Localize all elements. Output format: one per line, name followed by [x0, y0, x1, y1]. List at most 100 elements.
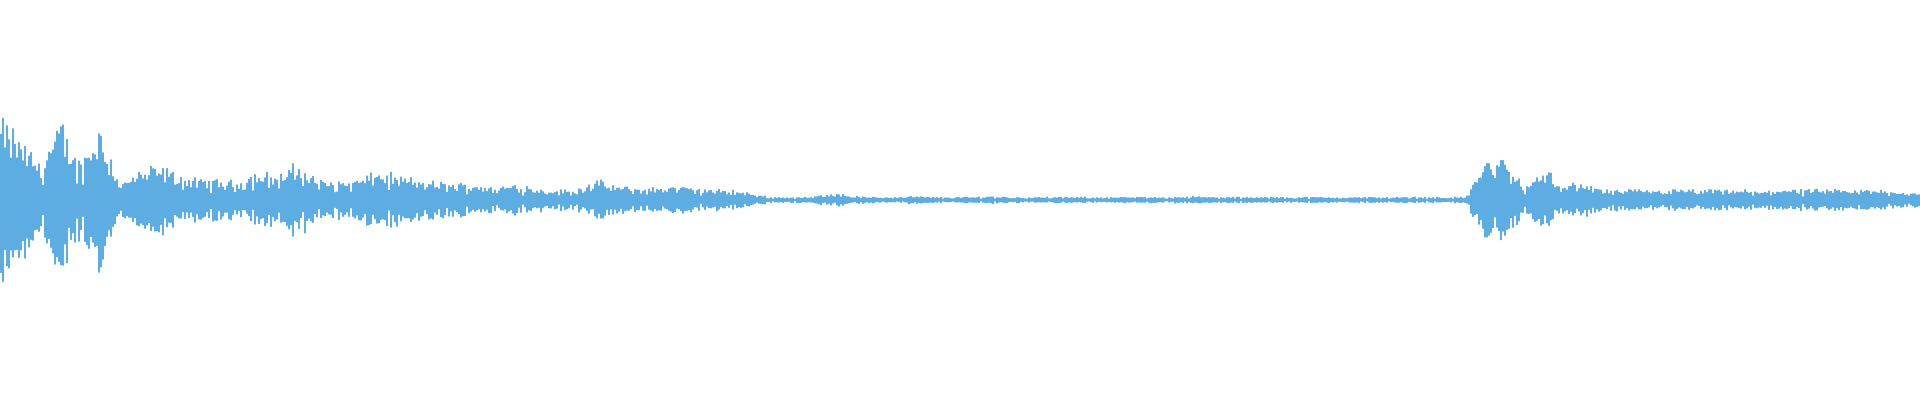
waveform-bar	[1894, 193, 1896, 206]
waveform-bar	[1804, 190, 1806, 208]
waveform-bar	[478, 189, 480, 210]
waveform-bar	[244, 189, 246, 211]
waveform-bar	[1566, 189, 1568, 211]
waveform-bar	[1094, 198, 1096, 202]
waveform-bar	[78, 160, 80, 242]
waveform-bar	[782, 197, 784, 203]
waveform-bar	[648, 188, 650, 210]
waveform-bar	[1302, 197, 1304, 203]
waveform-bar	[364, 183, 366, 215]
waveform-bar	[1486, 163, 1488, 238]
waveform-bar	[748, 193, 750, 207]
waveform-bar	[750, 195, 752, 205]
waveform-bar	[1212, 197, 1214, 203]
waveform-bar	[1910, 193, 1912, 206]
waveform-bar	[1412, 197, 1414, 203]
waveform-bar	[1512, 176, 1514, 228]
waveform-bar	[1130, 197, 1132, 203]
waveform-bar	[1730, 192, 1732, 208]
waveform-bar	[1064, 197, 1066, 203]
waveform-bar	[1430, 198, 1432, 203]
waveform-bar	[820, 195, 822, 206]
waveform-bar	[856, 195, 858, 204]
waveform-bar	[1300, 197, 1302, 202]
waveform-bar	[82, 184, 84, 217]
waveform-bar	[1834, 189, 1836, 211]
waveform-bar	[670, 187, 672, 212]
waveform-bar	[1652, 191, 1654, 210]
waveform-bar	[412, 184, 414, 220]
waveform-bar	[1490, 169, 1492, 233]
waveform-bar	[826, 195, 828, 205]
waveform-bar	[886, 197, 888, 203]
waveform-bar	[600, 179, 602, 219]
waveform-bar	[282, 180, 284, 222]
waveform-bar	[50, 153, 52, 248]
waveform-bar	[1316, 197, 1318, 203]
waveform-bar	[1056, 197, 1058, 203]
waveform-bar	[696, 190, 698, 208]
waveform-bar	[464, 184, 466, 216]
waveform-bar	[802, 197, 804, 203]
waveform-bar	[182, 189, 184, 213]
waveform-bar	[262, 181, 264, 219]
waveform-bar	[386, 175, 388, 226]
waveform-bar	[1718, 189, 1720, 211]
waveform-bar	[872, 196, 874, 204]
waveform-bar	[1152, 197, 1154, 203]
waveform-bar	[1340, 198, 1342, 202]
waveform-bar	[1262, 197, 1264, 203]
waveform-bar	[712, 192, 714, 208]
waveform-bar	[1706, 192, 1708, 209]
waveform-bar	[1908, 195, 1910, 204]
waveform-bar	[976, 197, 978, 203]
waveform-bar	[1710, 189, 1712, 210]
waveform-bar	[1500, 160, 1502, 241]
waveform-bar	[682, 187, 684, 214]
waveform-bar	[862, 196, 864, 204]
waveform-bar	[494, 189, 496, 212]
waveform-bar	[668, 188, 670, 211]
waveform-bars	[0, 117, 1920, 282]
waveform-bar	[358, 182, 360, 221]
waveform-bar	[234, 192, 236, 211]
waveform-bar	[86, 158, 88, 246]
waveform-bar	[1576, 191, 1578, 209]
waveform-bar	[1288, 198, 1290, 202]
waveform-bar	[1422, 198, 1424, 202]
waveform-bar	[794, 198, 796, 201]
waveform-bar	[200, 179, 202, 220]
waveform-bar	[662, 192, 664, 207]
waveform-bar	[384, 183, 386, 221]
waveform-bar	[264, 177, 266, 226]
waveform-bar	[818, 195, 820, 205]
waveform-bar	[1024, 198, 1026, 202]
waveform-bar	[1144, 197, 1146, 203]
waveform-bar	[550, 192, 552, 209]
waveform-bar	[1634, 189, 1636, 210]
waveform-bar	[490, 187, 492, 213]
waveform-bar	[136, 178, 138, 226]
waveform-bar	[1292, 198, 1294, 202]
waveform-bar	[1586, 186, 1588, 217]
waveform-bar	[492, 192, 494, 206]
waveform-bar	[1002, 196, 1004, 203]
waveform-bar	[1774, 193, 1776, 207]
waveform-bar	[1232, 196, 1234, 203]
waveform-bar	[1184, 198, 1186, 202]
waveform-bar	[996, 197, 998, 204]
waveform-bar	[1640, 191, 1642, 210]
waveform-bar	[1544, 182, 1546, 216]
waveform-bar	[1644, 191, 1646, 209]
waveform-bar	[1530, 185, 1532, 214]
waveform-bar	[396, 180, 398, 227]
waveform-bar	[240, 183, 242, 218]
waveform-bar	[932, 197, 934, 203]
waveform-bar	[1596, 188, 1598, 210]
waveform-bar	[1020, 198, 1022, 202]
waveform-bar	[1078, 197, 1080, 202]
waveform-bar	[1168, 197, 1170, 203]
waveform-bar	[1780, 192, 1782, 207]
waveform-bar	[312, 176, 314, 223]
